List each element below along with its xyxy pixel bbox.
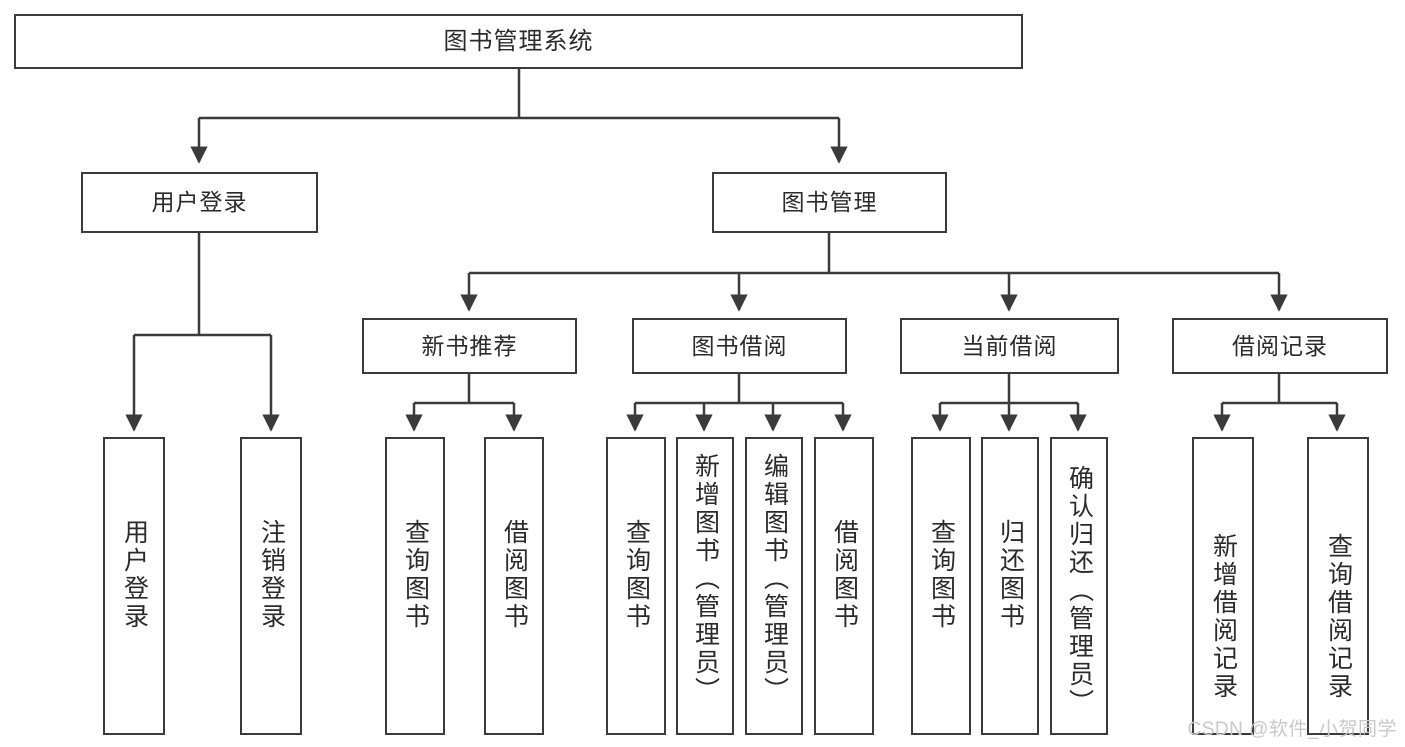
node-label: 用户登录 <box>151 189 248 216</box>
leaf-borrow-edit-book-admin[interactable]: 编辑图书（管理员） <box>745 437 803 735</box>
leaf-record-add-record[interactable]: 新增借阅记录 <box>1192 437 1254 735</box>
node-label: 注销登录 <box>257 519 286 631</box>
node-label: 新增图书（管理员） <box>691 453 720 705</box>
leaf-borrow-add-book-admin[interactable]: 新增图书（管理员） <box>676 437 734 735</box>
node-label: 新增借阅记录 <box>1209 533 1238 701</box>
node-current-borrow[interactable]: 当前借阅 <box>900 318 1119 374</box>
node-label: 借阅记录 <box>1232 332 1328 359</box>
leaf-current-confirm-return-admin[interactable]: 确认归还（管理员） <box>1050 437 1108 735</box>
node-label: 编辑图书（管理员） <box>760 453 789 705</box>
node-label: 图书管理系统 <box>443 27 594 55</box>
node-label: 查询图书 <box>927 519 956 631</box>
csdn-watermark: CSDN @软件_小贺同学 <box>1187 719 1397 740</box>
node-label: 借阅图书 <box>500 519 529 631</box>
leaf-user-login-login[interactable]: 用户登录 <box>103 437 165 735</box>
node-label: 查询图书 <box>622 519 651 631</box>
node-label: 归还图书 <box>996 519 1025 631</box>
node-label: 用户登录 <box>120 519 149 631</box>
leaf-record-query-record[interactable]: 查询借阅记录 <box>1307 437 1369 735</box>
node-label: 新书推荐 <box>421 332 518 359</box>
leaf-borrow-borrow-book[interactable]: 借阅图书 <box>814 437 874 735</box>
node-new-book-recommend[interactable]: 新书推荐 <box>362 318 577 374</box>
node-root-system[interactable]: 图书管理系统 <box>14 14 1023 69</box>
leaf-user-login-logout[interactable]: 注销登录 <box>240 437 302 735</box>
node-label: 图书借阅 <box>691 332 788 359</box>
node-label: 查询图书 <box>401 519 430 631</box>
leaf-current-return-book[interactable]: 归还图书 <box>981 437 1039 735</box>
node-label: 借阅图书 <box>830 519 859 631</box>
leaf-borrow-query-book[interactable]: 查询图书 <box>606 437 666 735</box>
node-label: 当前借阅 <box>961 332 1058 359</box>
node-label: 查询借阅记录 <box>1324 533 1353 701</box>
leaf-recommend-borrow-book[interactable]: 借阅图书 <box>484 437 544 735</box>
node-label: 确认归还（管理员） <box>1065 465 1094 717</box>
node-borrow-record[interactable]: 借阅记录 <box>1172 318 1388 374</box>
node-book-borrow[interactable]: 图书借阅 <box>632 318 847 374</box>
node-label: 图书管理 <box>781 189 878 216</box>
node-user-login[interactable]: 用户登录 <box>81 172 318 233</box>
leaf-current-query-book[interactable]: 查询图书 <box>911 437 971 735</box>
leaf-recommend-query-book[interactable]: 查询图书 <box>385 437 445 735</box>
node-book-management[interactable]: 图书管理 <box>712 172 947 233</box>
